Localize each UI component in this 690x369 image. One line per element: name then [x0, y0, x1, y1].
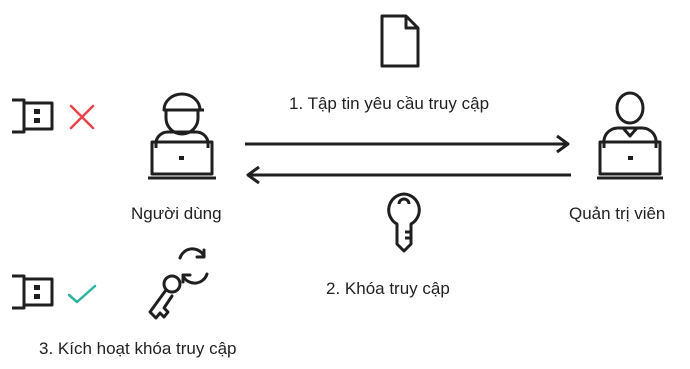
document-icon	[380, 14, 420, 68]
check-icon	[67, 284, 97, 304]
access-key-label: 2. Khóa truy cập	[326, 279, 450, 298]
user-label: Người dùng	[131, 204, 222, 223]
user-laptop-icon	[148, 92, 216, 180]
admin-laptop-icon	[597, 91, 663, 180]
request-file-label: 1. Tập tin yêu cầu truy cập	[289, 94, 490, 113]
admin-label: Quản trị viên	[569, 204, 666, 223]
key-icon	[387, 192, 421, 253]
arrow-right-icon	[245, 134, 570, 154]
key-activate-icon	[148, 247, 209, 320]
usb-blocked-icon	[12, 98, 54, 134]
cross-icon	[69, 104, 95, 130]
arrow-left-icon	[246, 165, 571, 185]
usb-allowed-icon	[12, 274, 54, 310]
activate-key-label: 3. Kích hoạt khóa truy cập	[39, 339, 237, 358]
